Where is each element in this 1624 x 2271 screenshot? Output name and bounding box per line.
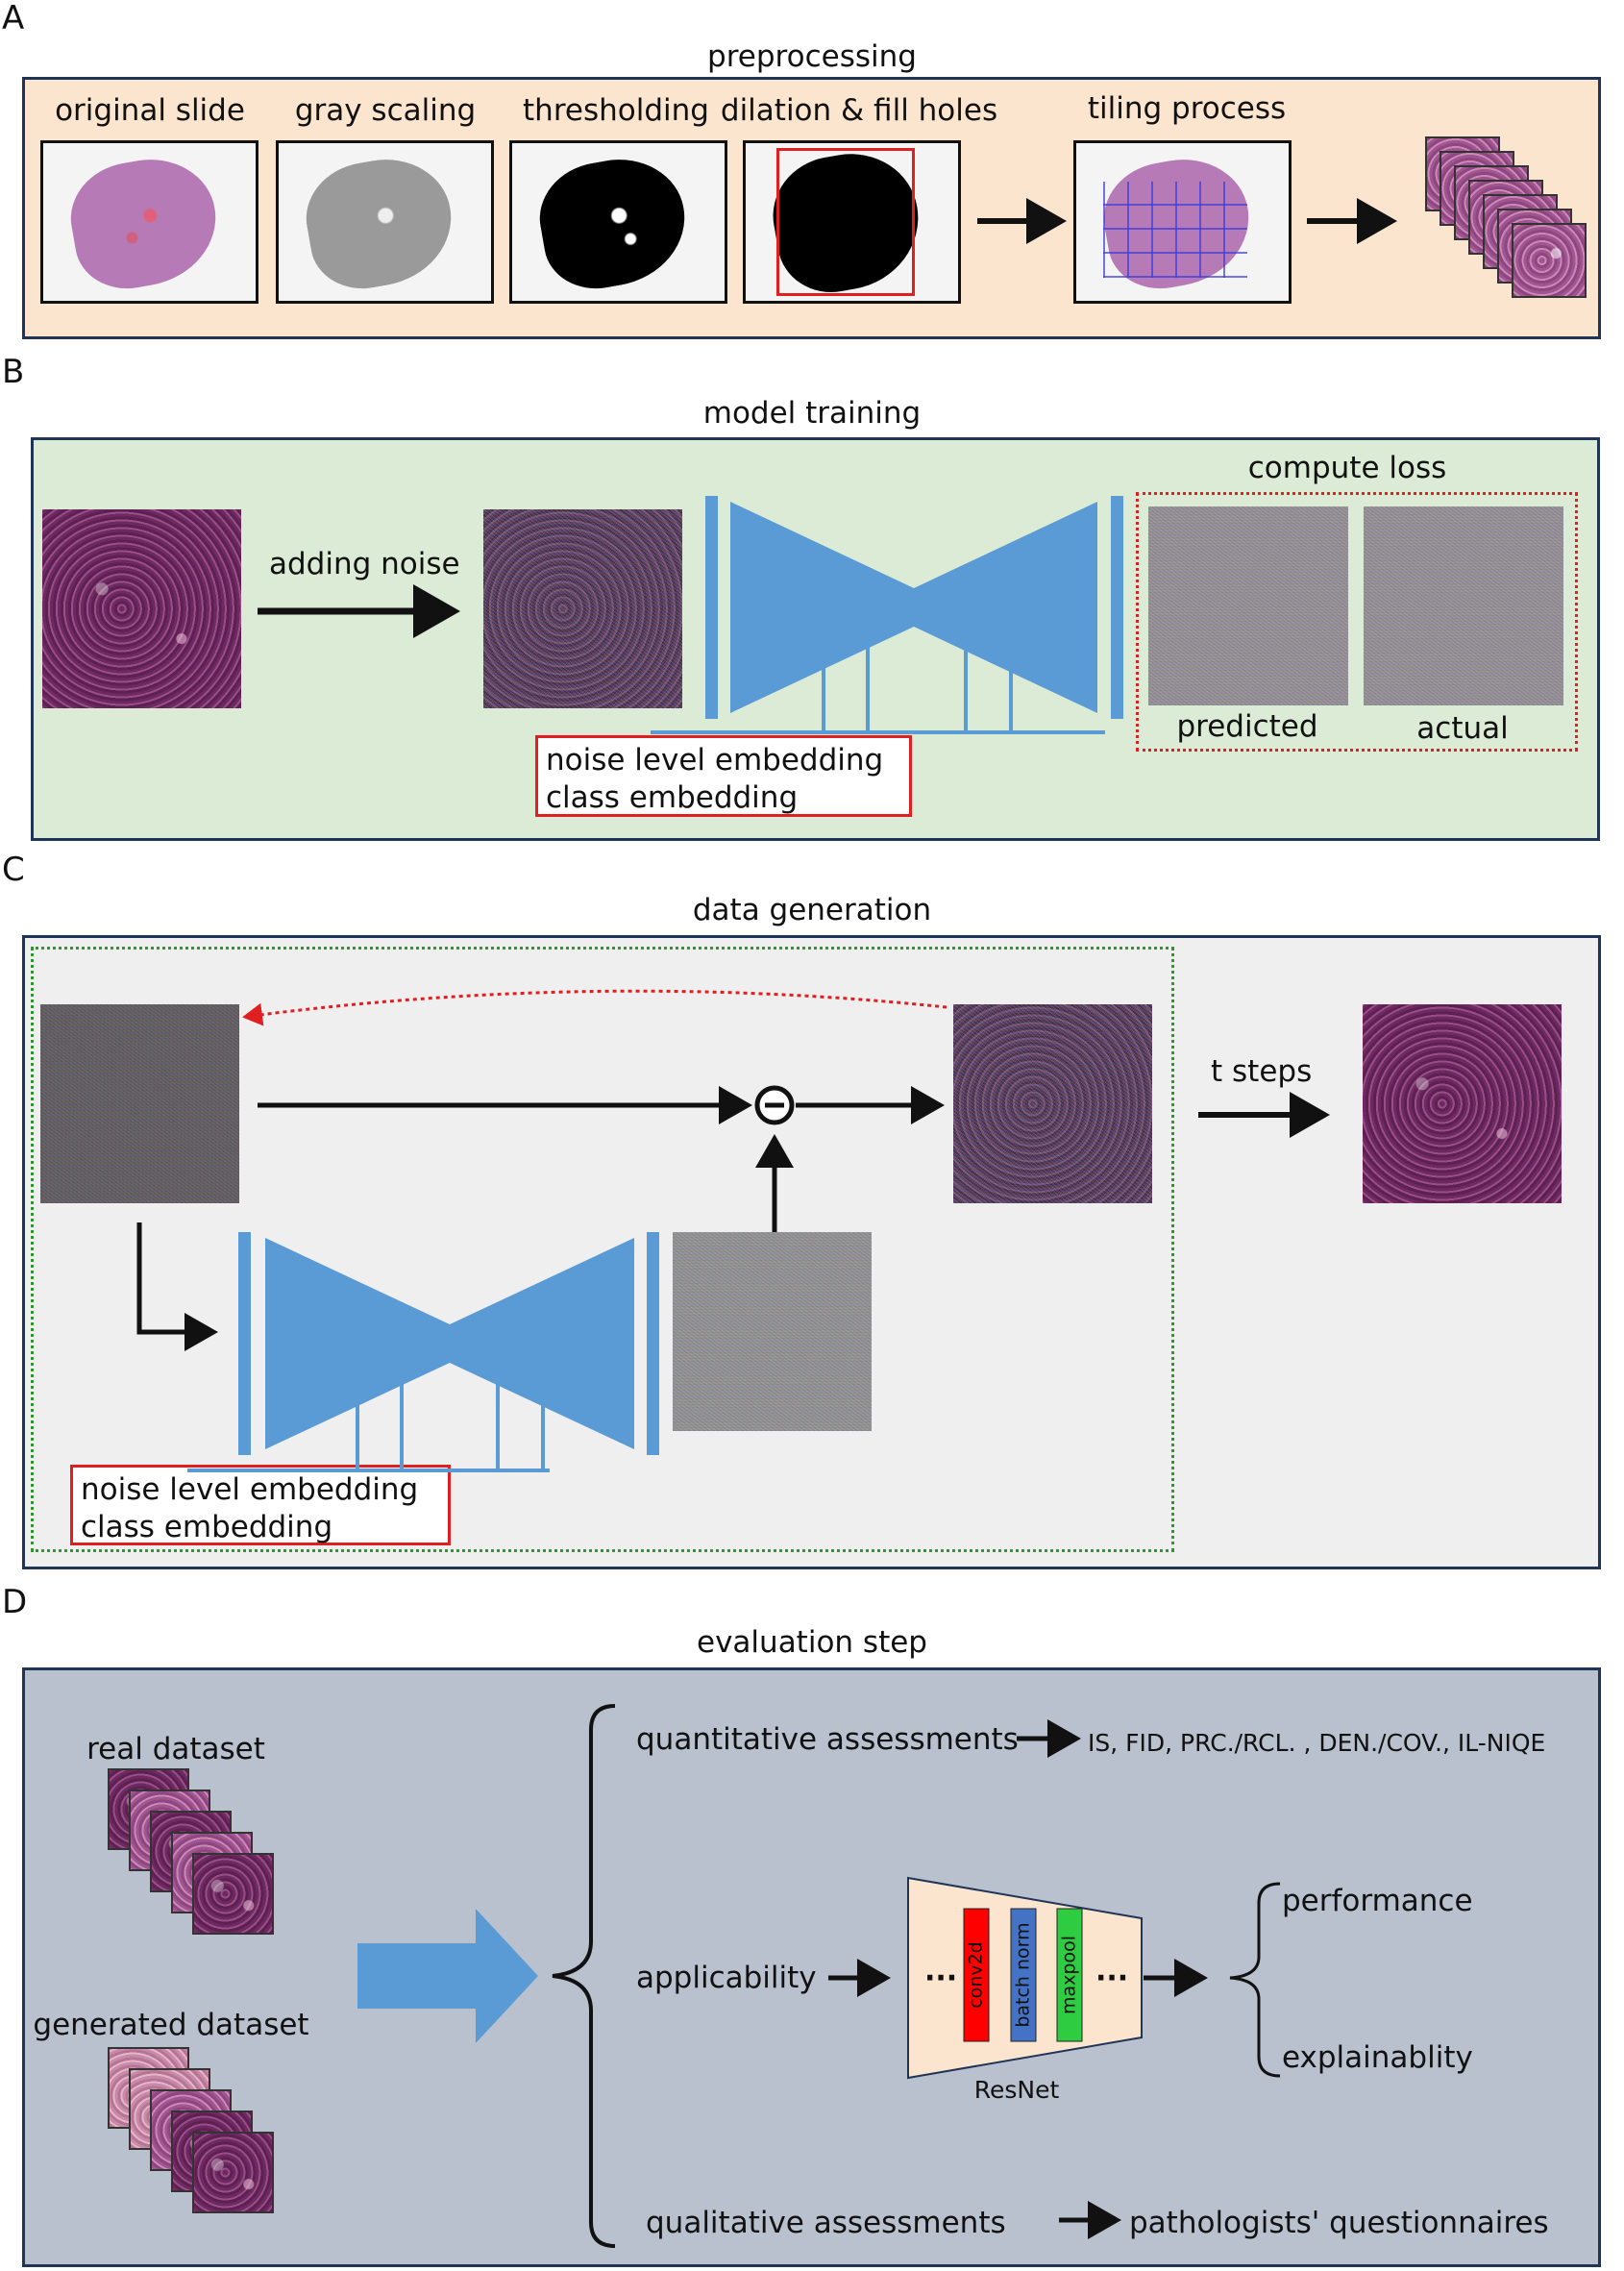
resnet-dots-right: ··· xyxy=(1095,1962,1128,1995)
noise-to-unet-arrow xyxy=(136,1222,218,1351)
generation-output-bar xyxy=(647,1232,659,1455)
thresholding-thumbnail xyxy=(509,140,727,304)
compute-loss-box xyxy=(1136,492,1578,752)
training-encoder-shape xyxy=(730,502,914,713)
generated-dataset-tile xyxy=(192,2132,274,2213)
t-steps-label: t steps xyxy=(1211,1054,1313,1089)
original-slide-thumbnail xyxy=(40,140,258,304)
training-decoder-shape xyxy=(914,502,1097,713)
generation-encoder-shape xyxy=(265,1238,450,1449)
questionnaires-label: pathologists' questionnaires xyxy=(1129,2206,1549,2240)
noise-input-tile xyxy=(40,1004,239,1203)
tile-stack-item xyxy=(1512,223,1587,298)
explainability-label: explainablity xyxy=(1282,2040,1473,2075)
applicability-label: applicability xyxy=(636,1961,817,1995)
predicted-label: predicted xyxy=(1176,709,1318,744)
panel-c-title: data generation xyxy=(692,893,932,927)
training-input-bar xyxy=(705,496,718,719)
output-brace xyxy=(1229,1882,1281,2078)
maxpool-layer xyxy=(1056,1908,1083,2042)
panel-a-title: preprocessing xyxy=(707,39,917,74)
metrics-label: IS, FID, PRC./RCL. , DEN./COV., IL-NIQE xyxy=(1088,1729,1546,1757)
step-original-slide-label: original slide xyxy=(55,93,245,128)
generation-embedding-lines xyxy=(187,1379,550,1472)
training-embedding-lines xyxy=(651,644,1105,734)
conv2d-layer xyxy=(963,1908,990,2042)
panel-letter-a: A xyxy=(2,0,25,37)
actual-noise-tile xyxy=(1364,506,1563,705)
generation-class-embedding-label: class embedding xyxy=(81,1509,333,1544)
panel-b-title: model training xyxy=(702,396,922,431)
qualitative-label: qualitative assessments xyxy=(646,2206,1006,2240)
step-thresholding-label: thresholding xyxy=(523,93,709,128)
evaluation-brace xyxy=(552,1704,616,2248)
panel-d xyxy=(22,1667,1601,2267)
conv2d-label: conv2d xyxy=(966,1941,987,2009)
generated-tile xyxy=(1363,1004,1562,1203)
actual-label: actual xyxy=(1416,711,1509,746)
step-dilation-label: dilation & fill holes xyxy=(720,93,998,128)
training-noise-level-embedding-label: noise level embedding xyxy=(546,743,884,778)
predicted-noise-tile xyxy=(1148,506,1348,705)
compute-loss-label: compute loss xyxy=(1247,451,1447,485)
big-arrow xyxy=(357,1909,538,2043)
step-gray-scaling-label: gray scaling xyxy=(294,93,477,128)
gray-scaling-thumbnail xyxy=(276,140,494,304)
input-tile xyxy=(42,509,241,708)
panel-d-title: evaluation step xyxy=(697,1625,927,1660)
generation-noise-level-embedding-label: noise level embedding xyxy=(81,1472,419,1507)
generated-dataset-label: generated dataset xyxy=(33,2008,309,2042)
generation-loop-box xyxy=(31,947,1174,1552)
loop-back-arrow xyxy=(242,989,947,1026)
panel-letter-c: C xyxy=(2,851,25,889)
adding-noise-label: adding noise xyxy=(269,547,460,581)
real-dataset-tile xyxy=(192,1853,274,1935)
resnet-label: ResNet xyxy=(973,2076,1060,2104)
generation-embedding-box: noise level embedding class embedding xyxy=(70,1465,451,1545)
performance-label: performance xyxy=(1282,1884,1473,1918)
panel-letter-d: D xyxy=(2,1583,28,1621)
training-class-embedding-label: class embedding xyxy=(546,779,799,815)
dilation-thumbnail xyxy=(743,140,961,304)
batch-norm-label: batch norm xyxy=(1013,1922,1034,2027)
denoised-step-tile xyxy=(953,1004,1152,1203)
maxpool-label: maxpool xyxy=(1059,1936,1080,2014)
step-tiling-label: tiling process xyxy=(1087,91,1287,126)
predicted-noise-output-tile xyxy=(673,1232,872,1431)
resnet-dots-left: ··· xyxy=(924,1962,957,1995)
training-embedding-box: noise level embedding class embedding xyxy=(535,735,912,817)
quantitative-label: quantitative assessments xyxy=(636,1722,1019,1757)
training-output-bar xyxy=(1111,496,1123,719)
real-dataset-label: real dataset xyxy=(86,1732,265,1766)
tiling-thumbnail xyxy=(1073,140,1292,304)
generation-decoder-shape xyxy=(450,1238,634,1449)
noisy-tile xyxy=(483,509,682,708)
panel-letter-b: B xyxy=(2,353,25,391)
batch-norm-layer xyxy=(1010,1908,1037,2042)
generation-input-bar xyxy=(238,1232,251,1455)
